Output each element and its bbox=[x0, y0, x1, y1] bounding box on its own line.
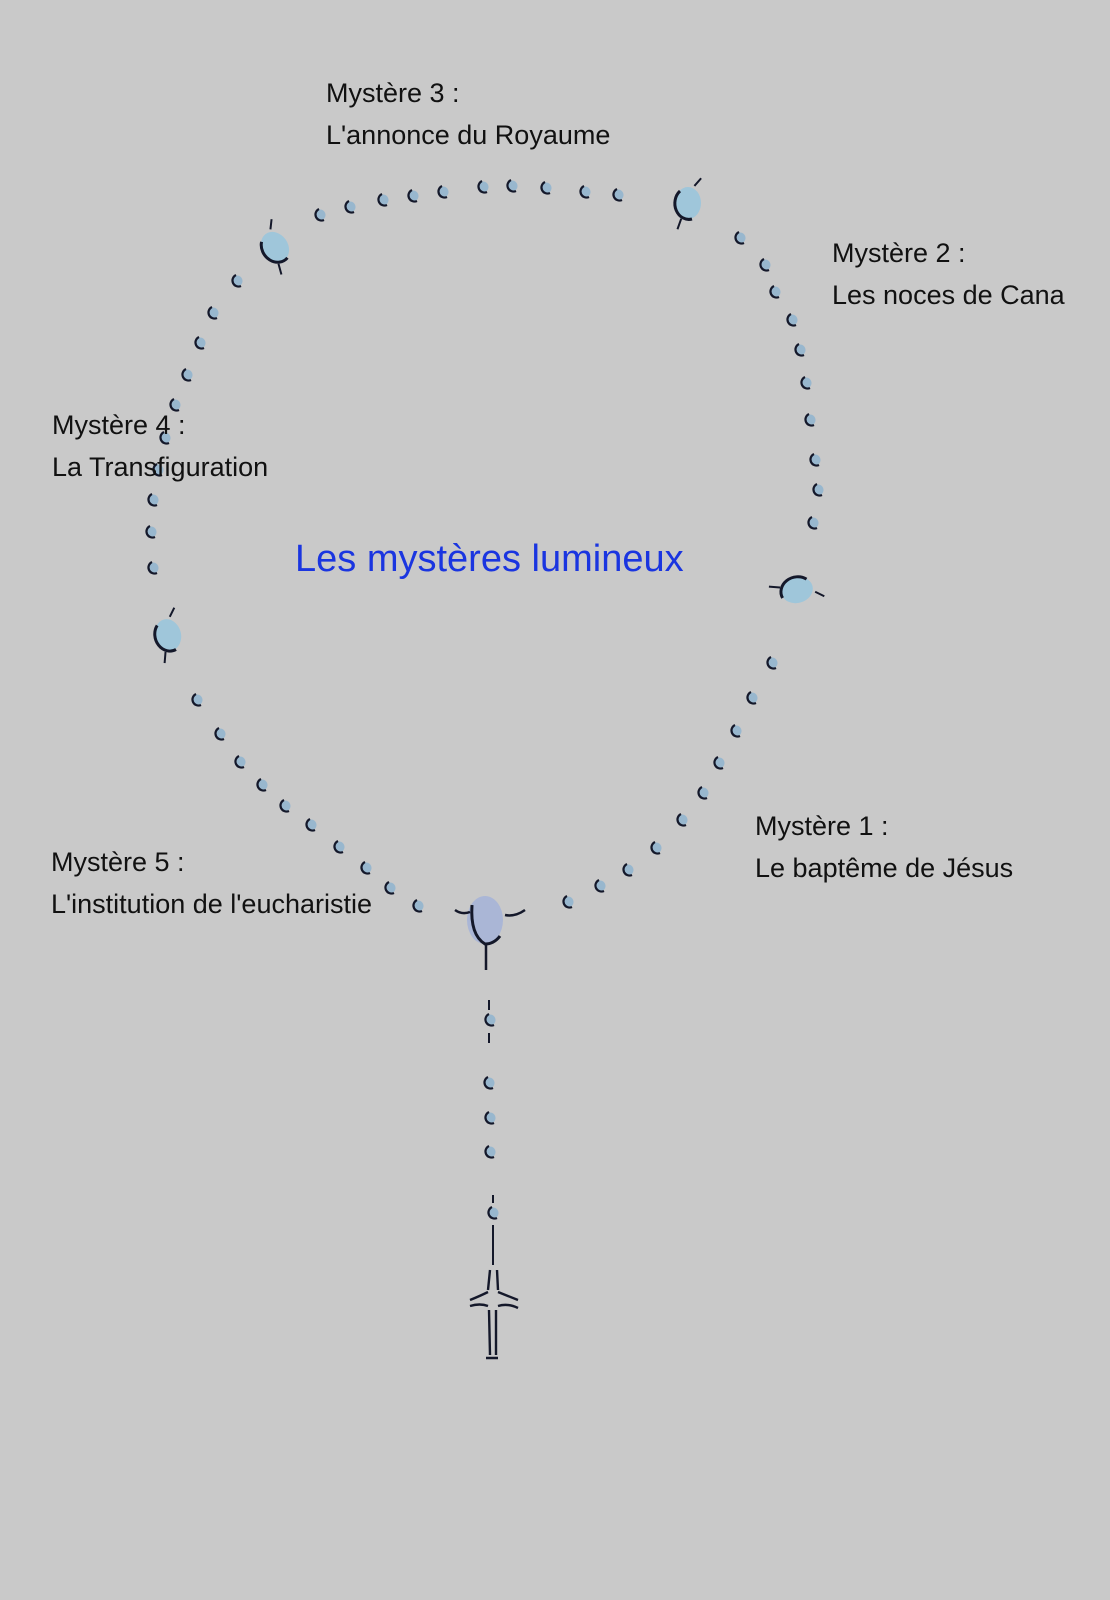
small-bead-outline bbox=[384, 880, 395, 895]
small-bead-outline bbox=[650, 840, 661, 855]
mystery-5-heading: Mystère 5 : bbox=[51, 847, 185, 877]
mystery-4-label: Mystère 4 : La Transfiguration bbox=[52, 404, 268, 488]
small-bead-outline bbox=[612, 187, 623, 202]
small-bead-outline bbox=[487, 1205, 498, 1220]
small-bead-outline bbox=[812, 482, 823, 497]
small-bead-outline bbox=[437, 184, 448, 199]
small-bead-outline bbox=[807, 515, 818, 530]
mystery-3-name: L'annonce du Royaume bbox=[326, 120, 611, 150]
small-bead-outline bbox=[256, 777, 267, 792]
small-bead-outline bbox=[344, 199, 355, 214]
mystery-3-heading: Mystère 3 : bbox=[326, 78, 460, 108]
small-bead-outline bbox=[734, 230, 745, 245]
chain-link bbox=[768, 585, 825, 598]
small-bead-outline bbox=[279, 798, 290, 813]
large-bead bbox=[781, 576, 813, 604]
small-bead-outline bbox=[207, 305, 218, 320]
small-bead-outline bbox=[234, 754, 245, 769]
small-bead-outline bbox=[484, 1110, 495, 1125]
small-bead-outline bbox=[766, 655, 777, 670]
large-bead bbox=[675, 187, 701, 219]
small-bead-outline bbox=[169, 397, 180, 412]
chain-link bbox=[269, 219, 283, 275]
small-bead-outline bbox=[794, 342, 805, 357]
mystery-4-heading: Mystère 4 : bbox=[52, 410, 186, 440]
small-bead-outline bbox=[214, 726, 225, 741]
small-bead-outline bbox=[412, 898, 423, 913]
small-bead-outline bbox=[594, 878, 605, 893]
mystery-1-label: Mystère 1 : Le baptême de Jésus bbox=[755, 805, 1013, 889]
small-bead-outline bbox=[746, 690, 757, 705]
small-bead-outline bbox=[194, 335, 205, 350]
mystery-2-name: Les noces de Cana bbox=[832, 280, 1065, 310]
small-bead-outline bbox=[152, 462, 163, 477]
small-bead-outline bbox=[314, 207, 325, 222]
large-bead bbox=[154, 619, 182, 651]
cross-icon bbox=[469, 1269, 519, 1360]
small-bead-outline bbox=[147, 492, 158, 507]
small-bead-outline bbox=[181, 367, 192, 382]
small-bead-outline bbox=[407, 188, 418, 203]
small-bead-outline bbox=[800, 375, 811, 390]
small-bead-outline bbox=[483, 1075, 494, 1090]
small-bead-outline bbox=[769, 284, 780, 299]
chain-link bbox=[676, 177, 702, 230]
pendant-chain bbox=[488, 1000, 494, 1265]
small-bead-outline bbox=[506, 178, 517, 193]
mystery-2-heading: Mystère 2 : bbox=[832, 238, 966, 268]
chain-link bbox=[163, 607, 176, 664]
small-bead-outline bbox=[540, 180, 551, 195]
large-bead bbox=[260, 231, 290, 263]
small-bead-outline bbox=[360, 860, 371, 875]
large-bead-outline bbox=[779, 575, 808, 599]
small-bead-outline bbox=[786, 312, 797, 327]
small-bead-outline bbox=[676, 812, 687, 827]
diagram-title: Les mystères lumineux bbox=[295, 538, 684, 580]
small-bead-outline bbox=[159, 430, 170, 445]
small-bead-outline bbox=[697, 785, 708, 800]
large-bead-outline bbox=[673, 189, 693, 221]
small-bead-outline bbox=[562, 894, 573, 909]
mystery-2-label: Mystère 2 : Les noces de Cana bbox=[832, 232, 1065, 316]
small-bead-outline bbox=[579, 184, 590, 199]
small-bead-outline bbox=[147, 560, 158, 575]
small-bead-outline bbox=[333, 839, 344, 854]
small-bead-outline bbox=[477, 179, 488, 194]
small-bead-outline bbox=[759, 257, 770, 272]
mystery-3-label: Mystère 3 : L'annonce du Royaume bbox=[326, 72, 610, 156]
large-bead-outline bbox=[153, 624, 177, 653]
small-bead-outline bbox=[622, 862, 633, 877]
mystery-5-label: Mystère 5 : L'institution de l'eucharist… bbox=[51, 841, 372, 925]
small-bead-outline bbox=[484, 1144, 495, 1159]
mystery-1-name: Le baptême de Jésus bbox=[755, 853, 1014, 883]
medal-chain bbox=[454, 908, 526, 970]
small-bead-outline bbox=[804, 412, 815, 427]
small-bead-outline bbox=[231, 273, 242, 288]
mystery-4-name: La Transfiguration bbox=[52, 452, 269, 482]
small-bead-outline bbox=[713, 755, 724, 770]
small-bead-outline bbox=[730, 723, 741, 738]
mystery-1-heading: Mystère 1 : bbox=[755, 811, 889, 841]
small-bead-outline bbox=[484, 1012, 495, 1027]
small-bead-outline bbox=[305, 817, 316, 832]
small-bead-outline bbox=[809, 452, 820, 467]
large-bead-outline bbox=[259, 241, 289, 264]
small-bead-outline bbox=[145, 524, 156, 539]
small-bead-outline bbox=[377, 192, 388, 207]
mystery-5-name: L'institution de l'eucharistie bbox=[51, 889, 372, 919]
small-bead-outline bbox=[191, 692, 202, 707]
